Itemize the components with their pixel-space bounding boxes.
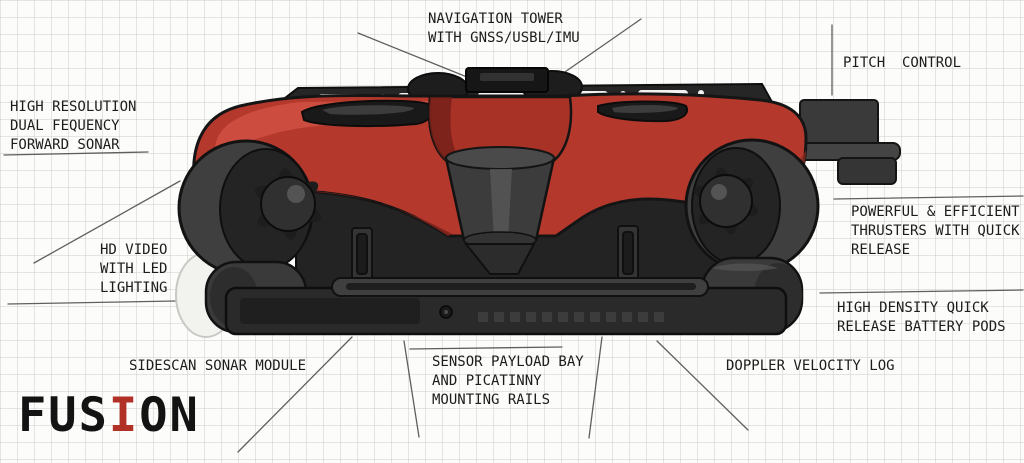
logo-accent: I (108, 388, 140, 443)
pitch-control-assembly (787, 99, 901, 185)
leader-forward-sonar (33, 180, 181, 264)
leader-lines (3, 18, 1024, 453)
rov-illustration (175, 67, 901, 338)
leader-sidescan (237, 336, 353, 453)
label-dvl: DOPPLER VELOCITY LOG (726, 358, 895, 374)
leader-payload-right (588, 336, 603, 439)
label-forward-sonar: HIGH RESOLUTION DUAL FEQUENCY FORWARD SO… (10, 99, 137, 153)
thruster-right (684, 138, 820, 274)
leader-nav-left (357, 32, 468, 78)
logo-prefix: FUS (18, 388, 109, 443)
logo-suffix: ON (139, 388, 200, 443)
bottom-modules (224, 277, 788, 336)
hull-vents (300, 99, 688, 128)
label-pitch-control: PITCH CONTROL (843, 55, 962, 71)
label-hd-video: HD VIDEO WITH LED LIGHTING (100, 242, 168, 296)
rule-battery (819, 289, 1024, 294)
leader-dvl (656, 340, 749, 431)
label-navigation-tower: NAVIGATION TOWER WITH GNSS/USBL/IMU (428, 11, 580, 46)
leader-payload-left (403, 340, 420, 438)
rule-payload (409, 346, 563, 350)
leader-nav-right (561, 18, 642, 75)
label-battery-pods: HIGH DENSITY QUICK RELEASE BATTERY PODS (837, 300, 1006, 335)
center-camera (427, 95, 573, 275)
rule-hd-video (7, 300, 177, 305)
thruster-left (177, 139, 321, 277)
label-thrusters: POWERFUL & EFFICIENT THRUSTERS WITH QUIC… (851, 204, 1020, 258)
rule-thrusters (833, 195, 1024, 200)
label-sidescan: SIDESCAN SONAR MODULE (129, 358, 307, 374)
label-payload-bay: SENSOR PAYLOAD BAY AND PICATINNY MOUNTIN… (432, 354, 584, 408)
rule-forward-sonar (3, 151, 149, 156)
fusion-logo: FUSION (18, 392, 200, 439)
